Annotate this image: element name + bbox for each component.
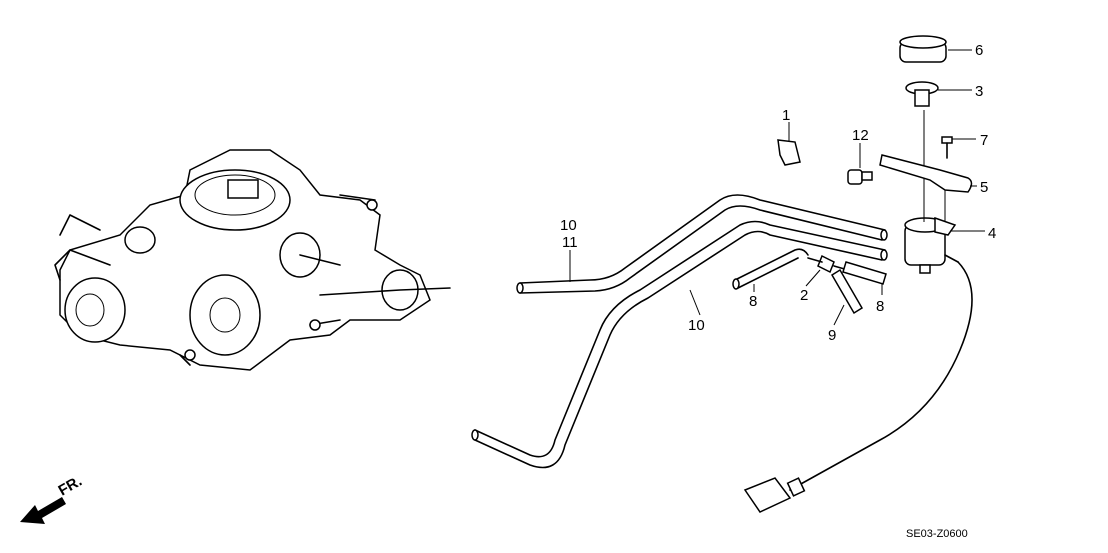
- short-hose-right: [842, 261, 887, 285]
- solenoid-valve: [904, 110, 959, 274]
- callout-3: 3: [975, 83, 983, 100]
- callout-10-upper: 10: [560, 217, 577, 234]
- short-hose-9: [830, 268, 864, 315]
- callout-8-left: 8: [749, 293, 757, 310]
- callout-5: 5: [980, 179, 988, 196]
- bolt: [847, 169, 873, 185]
- grommet: [905, 81, 939, 107]
- vacuum-hose-upper: [516, 194, 888, 294]
- leader-lines: [569, 49, 985, 326]
- callout-10-lower: 10: [688, 317, 705, 334]
- callout-12: 12: [852, 127, 869, 144]
- hose-joint: [807, 254, 849, 274]
- carburetor-assembly: [54, 149, 451, 371]
- callout-9: 9: [828, 327, 836, 344]
- callout-8-right: 8: [876, 298, 884, 315]
- screw: [941, 136, 953, 159]
- callout-7: 7: [980, 132, 988, 149]
- wire-harness: [743, 261, 973, 513]
- cap: [899, 35, 947, 63]
- vacuum-hose-lower: [471, 220, 888, 469]
- front-direction-arrow-icon: [20, 497, 66, 524]
- callout-4: 4: [988, 225, 996, 242]
- hose-clamp: [777, 139, 801, 166]
- callout-1: 1: [782, 107, 790, 124]
- short-hose-left: [732, 248, 809, 290]
- callout-6: 6: [975, 42, 983, 59]
- bracket: [879, 154, 973, 222]
- front-direction-label: FR.: [56, 473, 85, 500]
- callout-2: 2: [800, 287, 808, 304]
- callout-11: 11: [562, 234, 578, 251]
- diagram-code: SE03-Z0600: [906, 528, 968, 540]
